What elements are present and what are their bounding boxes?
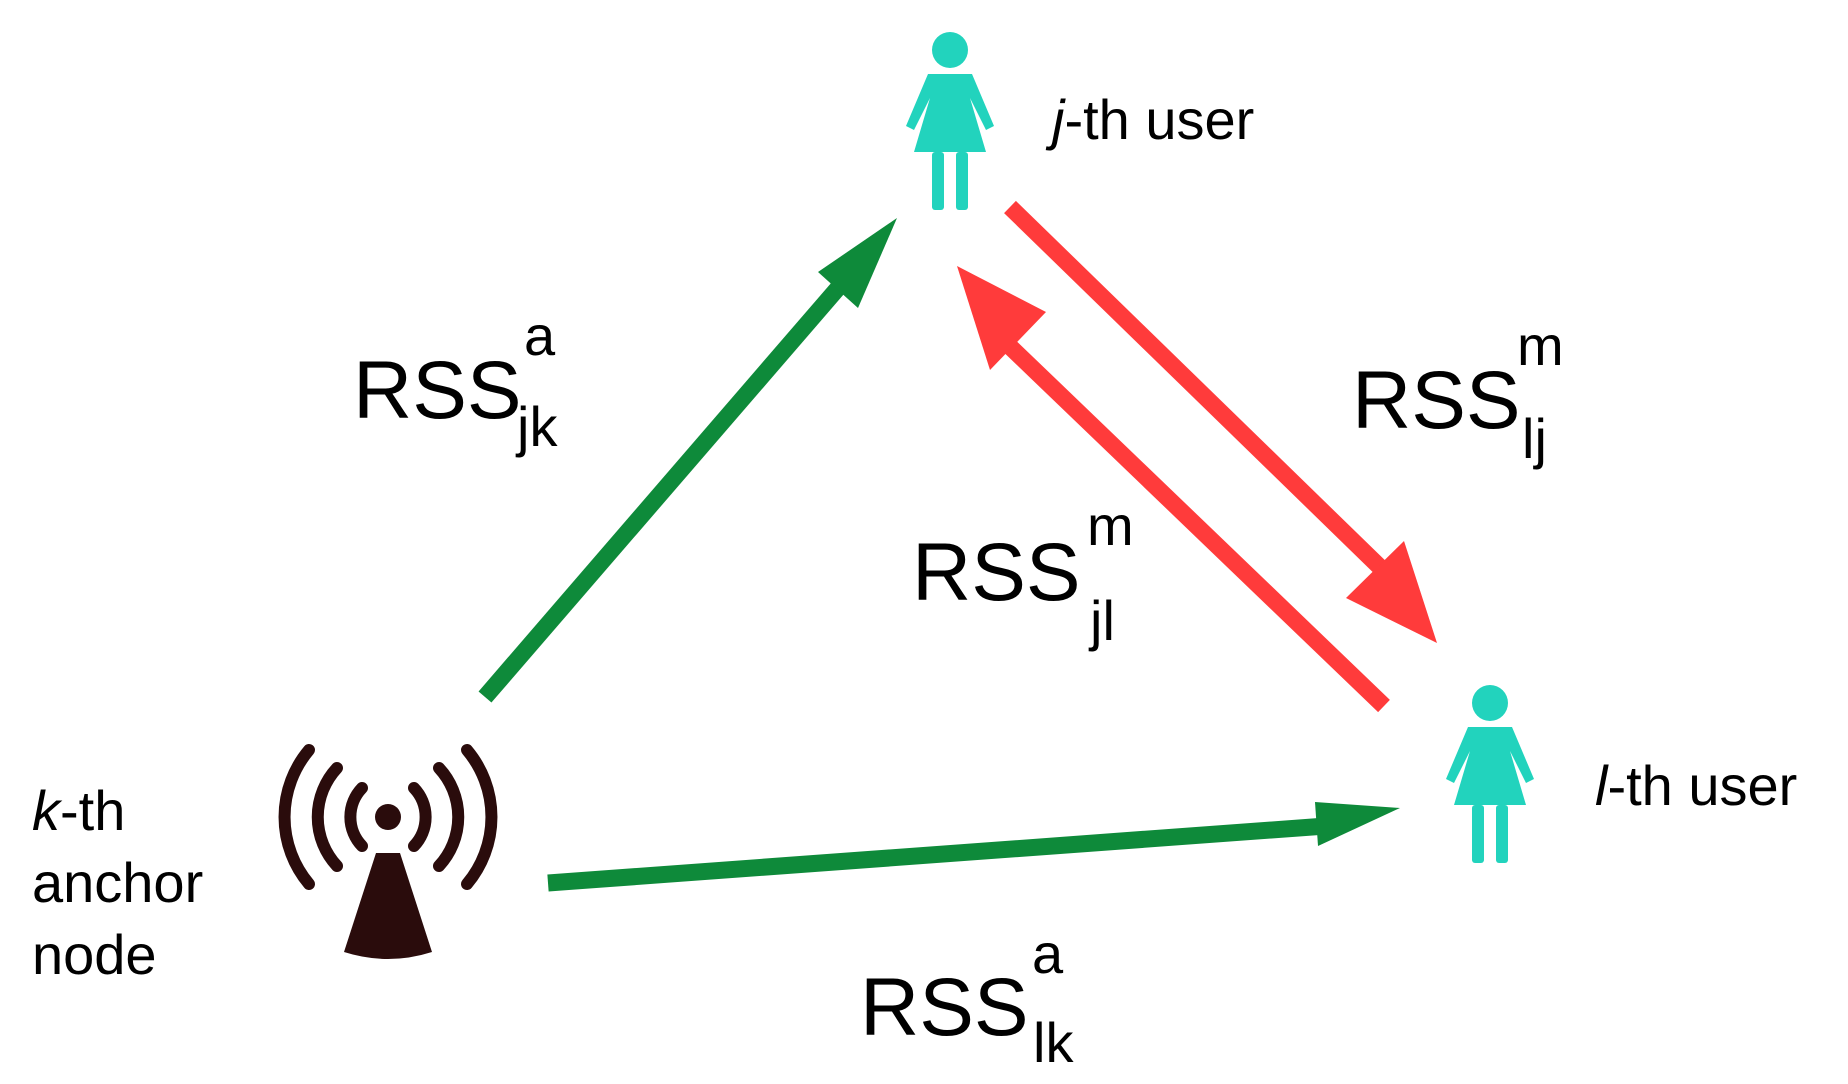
rss-lj-subscript: lj — [1522, 407, 1547, 470]
rss-jk-subscript: jk — [515, 395, 558, 458]
rss-lj-base: RSS — [1352, 355, 1521, 446]
l-user-label: l-th user — [1595, 754, 1797, 817]
arrow-l-user-to-j-user — [957, 266, 1390, 713]
anchor-label-line3: node — [32, 923, 157, 986]
rss-lk-subscript: lk — [1033, 1011, 1074, 1074]
rss-jl-superscript: m — [1087, 494, 1134, 557]
rss-jl-subscript: jl — [1088, 589, 1115, 652]
rss-lk-label: RSS a lk — [860, 922, 1074, 1074]
female-user-icon — [1446, 685, 1534, 863]
antenna-broadcast-icon — [278, 744, 498, 959]
arrow-anchor-to-j-user — [478, 218, 897, 703]
rss-jl-base: RSS — [912, 527, 1081, 618]
arrow-j-user-to-l-user — [1004, 200, 1437, 643]
arrow-anchor-to-l-user — [547, 802, 1400, 892]
rss-lk-superscript: a — [1032, 922, 1064, 985]
rss-lk-base: RSS — [860, 962, 1029, 1053]
anchor-node-label: k-th anchor node — [32, 779, 203, 986]
j-user-label: j-th user — [1045, 88, 1254, 151]
rss-jk-superscript: a — [524, 304, 556, 367]
rss-lj-label: RSS m lj — [1352, 314, 1564, 470]
female-user-icon — [906, 32, 994, 210]
rss-jk-label: RSS a jk — [353, 304, 558, 458]
anchor-label-line1: k-th — [32, 779, 125, 842]
anchor-label-line2: anchor — [32, 851, 203, 914]
rss-jk-base: RSS — [353, 345, 522, 436]
rss-jl-label: RSS m jl — [912, 494, 1134, 652]
rss-lj-superscript: m — [1517, 314, 1564, 377]
